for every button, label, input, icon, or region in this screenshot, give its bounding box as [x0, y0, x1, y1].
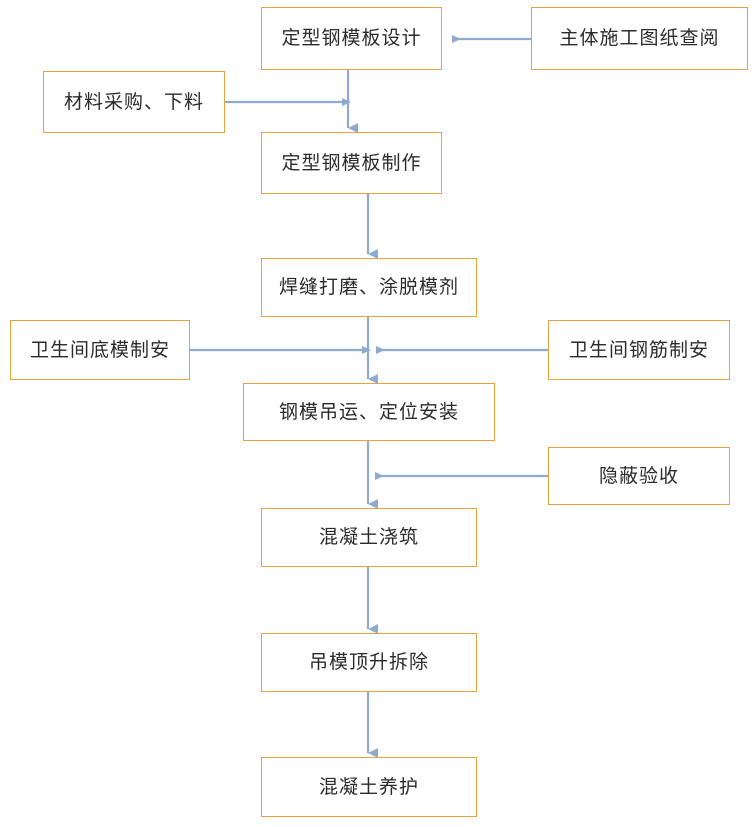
node-weld-grinding-release-agent[interactable]: 焊缝打磨、涂脱模剂 [261, 258, 477, 317]
node-concealed-acceptance[interactable]: 隐蔽验收 [548, 447, 730, 505]
node-steel-formwork-design[interactable]: 定型钢模板设计 [261, 7, 442, 70]
node-bathroom-bottom-formwork[interactable]: 卫生间底模制安 [10, 320, 190, 380]
node-formwork-jacking-removal[interactable]: 吊模顶升拆除 [261, 633, 477, 692]
node-concrete-pouring[interactable]: 混凝土浇筑 [261, 508, 477, 567]
node-concrete-curing[interactable]: 混凝土养护 [261, 757, 477, 817]
node-formwork-hoisting-position[interactable]: 钢模吊运、定位安装 [243, 383, 495, 441]
node-main-drawing-review[interactable]: 主体施工图纸查阅 [531, 7, 748, 70]
node-bathroom-rebar-install[interactable]: 卫生间钢筋制安 [548, 320, 730, 380]
node-steel-formwork-fabrication[interactable]: 定型钢模板制作 [261, 132, 442, 194]
node-material-procurement[interactable]: 材料采购、下料 [43, 71, 225, 133]
